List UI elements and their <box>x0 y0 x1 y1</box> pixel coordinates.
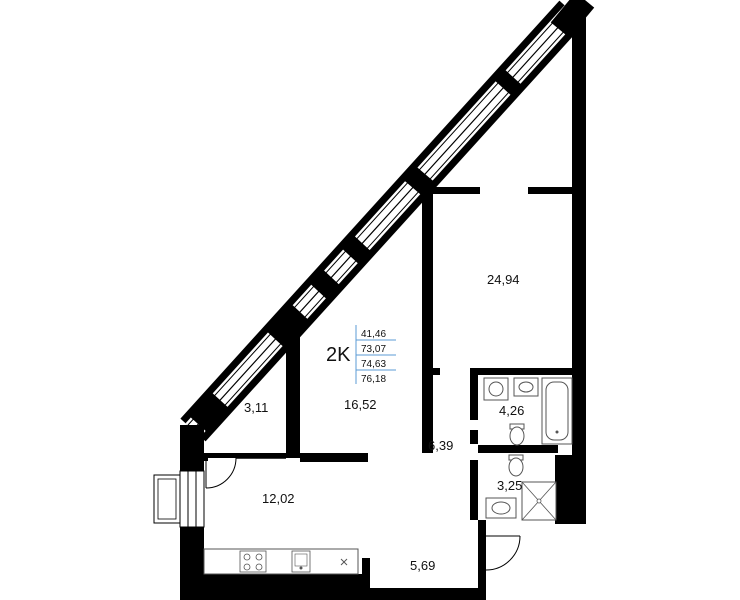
wall-bath-top <box>470 368 576 375</box>
wall-wc-left <box>470 430 478 444</box>
wall-wc-top <box>478 445 558 453</box>
wall-bottom-left <box>180 574 366 600</box>
room-label-living: 16,52 <box>344 397 377 412</box>
room-label-entrance: 5,69 <box>410 558 435 573</box>
area-living: 41,46 <box>361 329 386 340</box>
room-label-bathroom: 4,26 <box>499 403 524 418</box>
wall-left-upper <box>180 425 204 471</box>
wall-bedroom-top-right <box>528 187 576 194</box>
area-total: 73,07 <box>361 344 386 355</box>
room-label-kitchen: 12,02 <box>262 491 295 506</box>
room-label-wc: 3,25 <box>497 478 522 493</box>
room-label-hall: 6,39 <box>428 438 453 453</box>
wall-entrance-right <box>478 520 486 600</box>
wall-bedroom-stub <box>433 368 440 375</box>
wall-left-lower <box>180 527 204 600</box>
wall-right-corner <box>555 455 586 524</box>
area-with-balcony: 74,63 <box>361 359 386 370</box>
wall-bedroom-left <box>422 187 433 453</box>
room-label-balcony: 3,11 <box>244 400 268 415</box>
kitchen-counter <box>203 548 359 575</box>
wall-balcony-bottom <box>204 453 286 458</box>
wall-wc-left-lower <box>470 460 478 520</box>
apartment-type: 2K <box>326 344 351 366</box>
wall-living-bottom <box>300 453 368 462</box>
wall-bottom-right <box>366 588 486 600</box>
wall-bottom-step <box>362 558 370 600</box>
bathroom-fixtures <box>483 377 573 446</box>
wall-bedroom-top-left <box>432 187 480 194</box>
entrance-door <box>485 535 521 571</box>
kitchen-door <box>202 455 237 489</box>
wall-bath-left <box>470 368 478 420</box>
left-window <box>153 470 205 528</box>
wall-living-column <box>286 322 300 458</box>
wall-right <box>572 16 586 524</box>
wc-fixtures <box>485 454 557 521</box>
diagonal-window-wall <box>180 0 595 442</box>
room-label-bedroom: 24,94 <box>487 272 520 287</box>
area-full: 76,18 <box>361 374 386 385</box>
